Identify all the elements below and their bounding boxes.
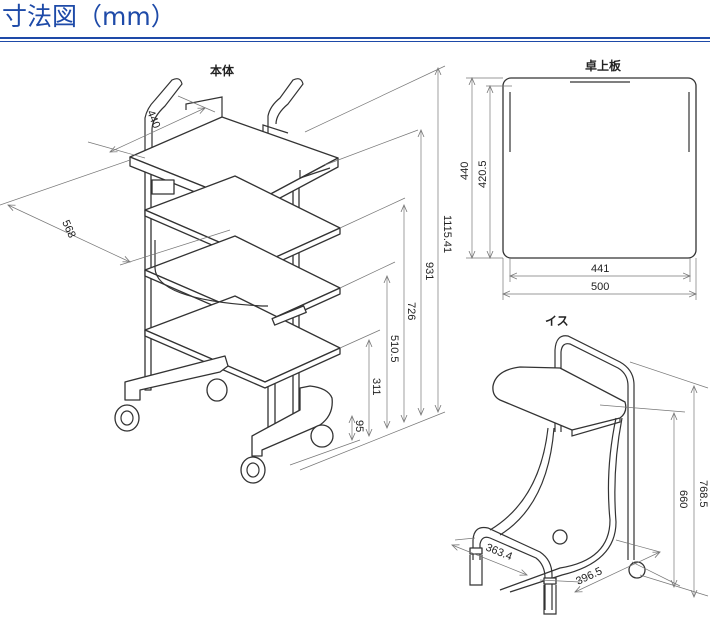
title-rule-thin bbox=[0, 41, 710, 42]
cart-drawing bbox=[114, 78, 341, 484]
cart-dim-top-height: 931 bbox=[423, 262, 435, 280]
cart-dim-base-height: 95 bbox=[353, 420, 365, 432]
chair-dim-seat-height: 660 bbox=[677, 490, 689, 508]
cart-dim-handle-height: 1115.41 bbox=[441, 215, 453, 253]
page-title: 寸法図（mm） bbox=[2, 2, 176, 31]
desk-board-label: 卓上板 bbox=[585, 58, 622, 73]
cart-dim-depth: 568 bbox=[59, 218, 77, 240]
chair-dim-total-height: 768.5 bbox=[697, 480, 709, 508]
cart-dim-shelf3-height: 510.5 bbox=[388, 335, 400, 363]
cart-wheels bbox=[114, 378, 334, 484]
desk-board-drawing bbox=[466, 78, 696, 300]
cart-dimensions bbox=[0, 65, 446, 471]
desk-dim-outer-depth: 440 bbox=[459, 162, 471, 180]
chair-drawing bbox=[469, 335, 646, 615]
cart-label: 本体 bbox=[210, 63, 235, 78]
title-rule bbox=[0, 37, 710, 39]
desk-dim-outer-width: 500 bbox=[591, 281, 609, 293]
cart-dim-shelf2-height: 726 bbox=[405, 302, 417, 320]
chair-dim-depth: 396.5 bbox=[574, 565, 604, 588]
desk-dim-inner-depth: 420.5 bbox=[477, 160, 489, 188]
desk-dim-inner-width: 441 bbox=[591, 263, 609, 275]
chair-label: イス bbox=[545, 314, 569, 328]
cart-dim-shelf4-height: 311 bbox=[370, 378, 382, 396]
chair-dimensions bbox=[452, 361, 709, 597]
